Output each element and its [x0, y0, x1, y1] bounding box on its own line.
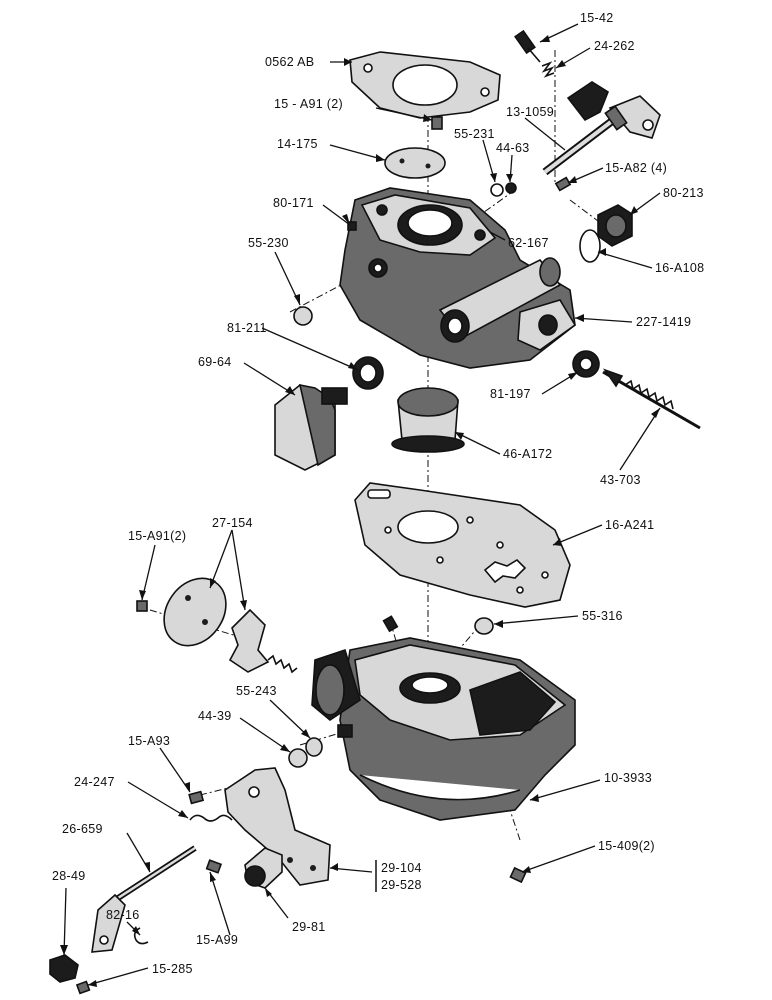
label-15-a91-left: 15-A91(2)	[128, 529, 186, 543]
screw-15-a93	[188, 790, 205, 805]
spring-24-247	[189, 814, 233, 822]
plug-80-213	[597, 204, 633, 247]
label-13-1059: 13-1059	[506, 105, 554, 119]
label-227-1419: 227-1419	[636, 315, 691, 329]
label-15-a82: 15-A82 (4)	[605, 161, 667, 175]
label-15-409: 15-409(2)	[598, 839, 655, 853]
screw-15-a91-top	[431, 116, 443, 130]
gasket-16-a241	[354, 482, 571, 608]
label-55-243: 55-243	[236, 684, 277, 698]
screw-15-a91-left	[136, 600, 148, 612]
label-16-a241: 16-A241	[605, 518, 654, 532]
label-43-703: 43-703	[600, 473, 641, 487]
label-29-81: 29-81	[292, 920, 325, 934]
label-55-230: 55-230	[248, 236, 289, 250]
choke-plate-27-154	[163, 577, 298, 674]
arrowheads	[60, 35, 660, 987]
label-14-175: 14-175	[277, 137, 318, 151]
screw-15-42	[514, 29, 541, 63]
label-29-104: 29-104	[381, 861, 422, 875]
label-15-a91-top: 15 - A91 (2)	[274, 97, 343, 111]
washer-55-243	[305, 737, 323, 757]
nut-81-197	[572, 350, 600, 378]
label-15-42: 15-42	[580, 11, 613, 25]
throttle-body-227-1419	[339, 187, 577, 369]
venturi-46-a172	[391, 387, 465, 453]
label-82-16: 82-16	[106, 908, 139, 922]
nut-44-39	[288, 748, 308, 768]
nut-28-49	[49, 954, 79, 983]
label-62-167: 62-167	[508, 236, 549, 250]
label-81-197: 81-197	[490, 387, 531, 401]
screw-15-a99	[205, 859, 223, 874]
label-16-a108: 16-A108	[655, 261, 704, 275]
label-55-231: 55-231	[454, 127, 495, 141]
throttle-shaft-13-1059	[542, 81, 661, 176]
label-0562ab: 0562 AB	[265, 55, 314, 69]
screw-15-a82	[554, 176, 572, 192]
label-55-316: 55-316	[582, 609, 623, 623]
gasket-16-a108	[579, 229, 601, 263]
label-46-a172: 46-A172	[503, 447, 552, 461]
label-44-63: 44-63	[496, 141, 529, 155]
ball-55-230	[293, 306, 313, 326]
nut-81-211	[352, 356, 384, 390]
shaft-26-659	[91, 845, 197, 953]
label-80-171: 80-171	[273, 196, 314, 210]
label-81-211: 81-211	[227, 321, 267, 335]
washer-55-231	[490, 183, 504, 197]
part-labels: 15-42 24-262 0562 AB 15 - A91 (2) 13-105…	[52, 11, 704, 976]
label-24-262: 24-262	[594, 39, 635, 53]
label-15-a99: 15-A99	[196, 933, 238, 947]
part-29-81	[244, 847, 283, 889]
label-26-659: 26-659	[62, 822, 103, 836]
spring-24-262	[541, 61, 555, 78]
flange-gasket	[349, 51, 501, 119]
throttle-plate-14-175	[384, 147, 446, 179]
label-24-247: 24-247	[74, 775, 115, 789]
nut-44-63	[505, 182, 517, 194]
fitting-69-64	[274, 383, 348, 471]
label-15-a93: 15-A93	[128, 734, 170, 748]
label-29-528: 29-528	[381, 878, 422, 892]
lever-29-104	[224, 767, 331, 886]
carburetor-body-10-3933	[311, 637, 576, 821]
label-80-213: 80-213	[663, 186, 704, 200]
label-10-3933: 10-3933	[604, 771, 652, 785]
label-27-154: 27-154	[212, 516, 253, 530]
screw-15-285	[75, 980, 91, 995]
label-28-49: 28-49	[52, 869, 85, 883]
label-44-39: 44-39	[198, 709, 231, 723]
label-69-64: 69-64	[198, 355, 231, 369]
screw-bowl-top	[382, 615, 399, 633]
needle-43-703	[602, 368, 701, 430]
label-15-285: 15-285	[152, 962, 193, 976]
screw-15-409	[509, 866, 527, 884]
plug-55-316	[474, 617, 494, 635]
